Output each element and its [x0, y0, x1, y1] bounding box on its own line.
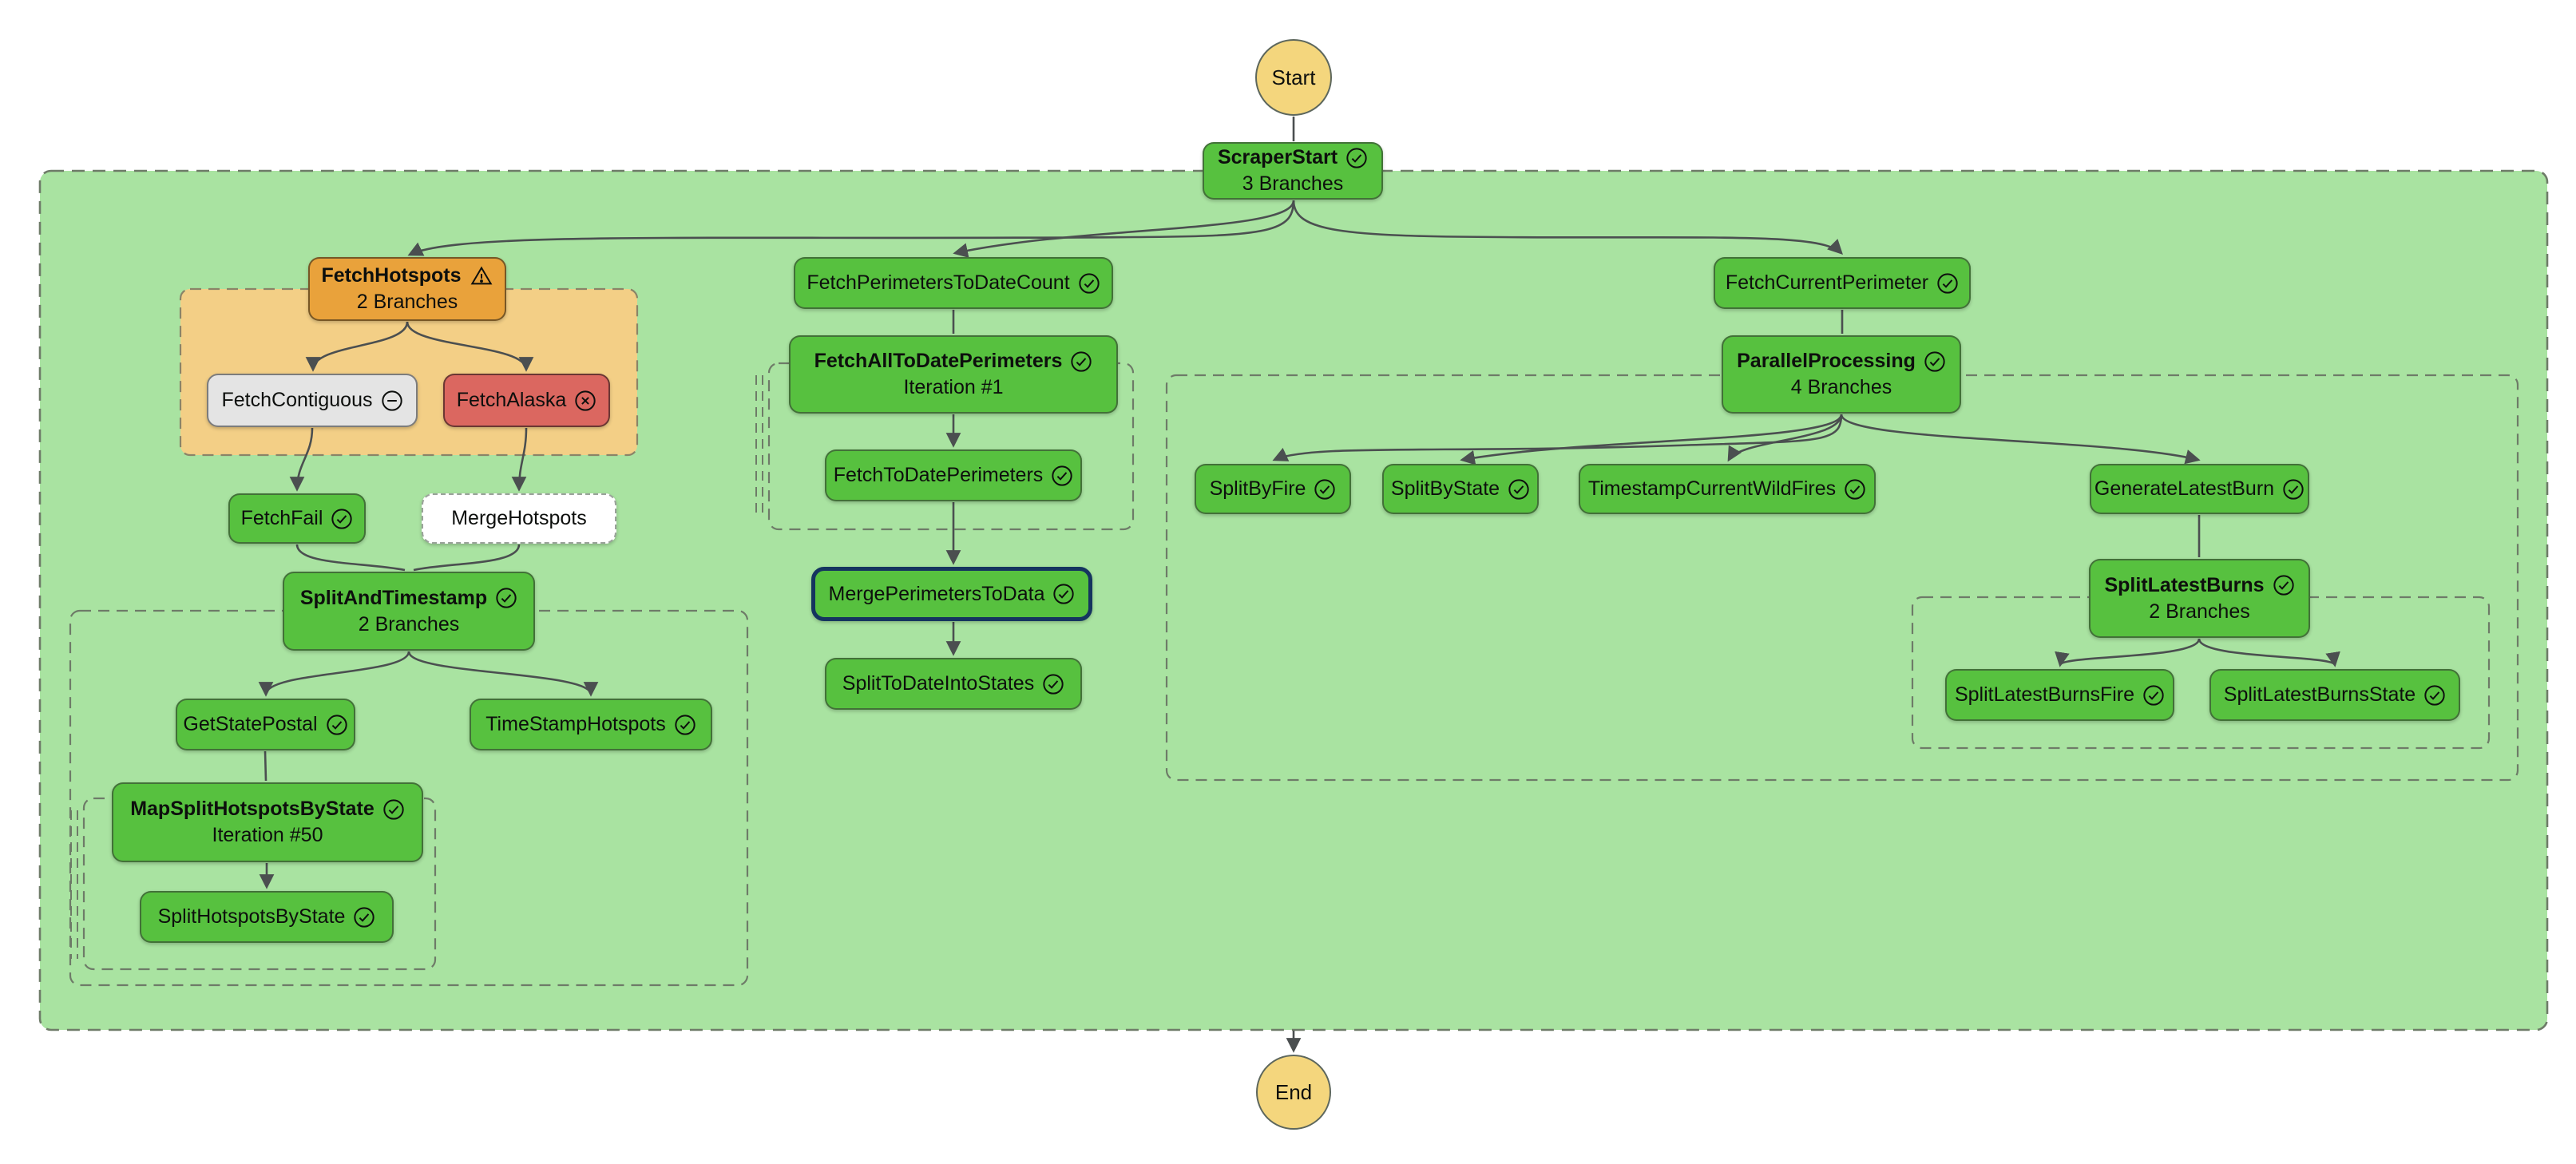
state-title-row: SplitLatestBurns: [2104, 574, 2294, 597]
check-circle-icon: [1070, 350, 1092, 373]
state-label: FetchFail: [240, 507, 323, 530]
state-title-row: FetchAllToDatePerimeters: [814, 350, 1093, 373]
warning-triangle-icon: [470, 265, 493, 287]
state-node-splittodateintostates[interactable]: SplitToDateIntoStates: [825, 658, 1082, 710]
state-node-fetchhotspots[interactable]: FetchHotspots 2 Branches: [308, 257, 506, 321]
check-circle-icon: [495, 587, 517, 609]
state-node-splitlatestburnsfire[interactable]: SplitLatestBurnsFire: [1945, 669, 2174, 721]
state-node-splitandtimestamp[interactable]: SplitAndTimestamp 2 Branches: [283, 572, 535, 651]
check-circle-icon: [1936, 272, 1959, 295]
state-node-fetchcurrentperimeter[interactable]: FetchCurrentPerimeter: [1714, 257, 1971, 309]
split-and-timestamp-branches-container: [69, 609, 749, 987]
state-node-getstatepostal[interactable]: GetStatePostal: [176, 699, 355, 750]
state-label: ParallelProcessing: [1737, 350, 1916, 373]
check-circle-icon: [382, 798, 405, 821]
end-label: End: [1274, 1079, 1313, 1104]
state-label: MapSplitHotspotsByState: [130, 798, 375, 821]
check-circle-icon: [2423, 684, 2446, 707]
state-title-row: FetchHotspots: [322, 264, 493, 287]
check-circle-icon: [1924, 350, 1946, 373]
state-label: FetchAlaska: [456, 389, 567, 412]
state-node-fetchfail[interactable]: FetchFail: [228, 493, 366, 544]
state-label: SplitByFire: [1209, 477, 1306, 501]
state-label: MergeHotspots: [451, 507, 587, 530]
state-label: SplitToDateIntoStates: [842, 672, 1035, 695]
edge-paths: [258, 117, 2340, 1053]
check-circle-icon: [326, 714, 348, 736]
check-circle-icon: [353, 906, 375, 928]
check-circle-icon: [331, 508, 353, 530]
check-circle-icon: [1042, 673, 1064, 695]
state-node-fetchtodateperimeters[interactable]: FetchToDatePerimeters: [825, 449, 1082, 501]
state-sublabel: 3 Branches: [1242, 172, 1344, 195]
state-label: FetchHotspots: [321, 264, 462, 287]
state-node-mergeperimeterstodata[interactable]: MergePerimetersToData: [811, 567, 1092, 621]
state-label: SplitLatestBurnsState: [2223, 683, 2416, 707]
state-title-row: ParallelProcessing: [1737, 350, 1946, 373]
check-circle-icon: [1051, 465, 1073, 487]
state-title-row: MapSplitHotspotsByState: [130, 798, 405, 821]
check-circle-icon: [1508, 478, 1530, 501]
state-label: MergePerimetersToData: [828, 582, 1045, 605]
check-circle-icon: [1314, 478, 1336, 501]
check-circle-icon: [2282, 478, 2305, 501]
state-node-parallelprocessing[interactable]: ParallelProcessing 4 Branches: [1722, 335, 1961, 414]
state-label: SplitByState: [1390, 477, 1500, 501]
state-label: SplitLatestBurnsFire: [1954, 683, 2135, 707]
start-terminal: Start: [1255, 39, 1332, 116]
state-label: ScraperStart: [1217, 146, 1338, 169]
state-label: TimeStampHotspots: [485, 713, 666, 736]
state-sublabel: 2 Branches: [2149, 600, 2250, 623]
state-sublabel: Iteration #1: [903, 376, 1004, 398]
state-label: FetchPerimetersToDateCount: [806, 271, 1070, 295]
state-node-splitbystate[interactable]: SplitByState: [1382, 464, 1539, 514]
state-label: GetStatePostal: [183, 713, 318, 736]
state-node-splitlatestburns[interactable]: SplitLatestBurns 2 Branches: [2089, 559, 2310, 638]
state-node-fetchperimeterstodatecount[interactable]: FetchPerimetersToDateCount: [794, 257, 1113, 309]
check-circle-icon: [2142, 684, 2165, 707]
state-label: FetchAllToDatePerimeters: [814, 350, 1063, 373]
state-sublabel: 2 Branches: [358, 612, 460, 635]
state-label: SplitAndTimestamp: [299, 586, 488, 609]
state-label: FetchCurrentPerimeter: [1725, 271, 1929, 295]
state-title-row: SplitAndTimestamp: [300, 587, 517, 610]
state-label: FetchContiguous: [221, 389, 373, 412]
minus-circle-icon: [381, 390, 403, 412]
state-label: TimestampCurrentWildFires: [1587, 477, 1837, 501]
check-circle-icon: [1078, 272, 1100, 295]
state-sublabel: Iteration #50: [212, 824, 323, 846]
map-mid-iteration-stack-lines: [755, 375, 763, 519]
state-label: SplitHotspotsByState: [157, 905, 346, 928]
state-node-fetchcontiguous[interactable]: FetchContiguous: [207, 374, 418, 427]
state-node-fetchalltodateperimeters[interactable]: FetchAllToDatePerimeters Iteration #1: [789, 335, 1118, 414]
end-terminal: End: [1256, 1055, 1331, 1130]
state-node-generatelatestburn[interactable]: GenerateLatestBurn: [2090, 464, 2309, 514]
state-node-mergehotspots[interactable]: MergeHotspots: [422, 493, 616, 544]
check-circle-icon: [674, 714, 696, 736]
check-circle-icon: [1052, 583, 1075, 605]
check-circle-icon: [2273, 574, 2295, 596]
start-label: Start: [1271, 65, 1316, 89]
state-node-timestamphotspots[interactable]: TimeStampHotspots: [470, 699, 712, 750]
state-sublabel: 4 Branches: [1790, 376, 1892, 398]
state-node-fetchalaska[interactable]: FetchAlaska: [443, 374, 610, 427]
check-circle-icon: [1345, 147, 1368, 169]
state-label: FetchToDatePerimeters: [833, 464, 1044, 487]
state-node-splitlatestburnsstate[interactable]: SplitLatestBurnsState: [2209, 669, 2460, 721]
state-title-row: ScraperStart: [1218, 146, 1368, 169]
map-left-iteration-stack-lines: [70, 810, 78, 959]
state-node-timestampcurrentwildfires[interactable]: TimestampCurrentWildFires: [1579, 464, 1876, 514]
state-sublabel: 2 Branches: [356, 291, 458, 313]
state-node-splitbyfire[interactable]: SplitByFire: [1195, 464, 1351, 514]
state-label: GenerateLatestBurn: [2094, 477, 2275, 501]
check-circle-icon: [1844, 478, 1866, 501]
state-node-scraperstart[interactable]: ScraperStart 3 Branches: [1203, 142, 1383, 200]
x-circle-icon: [574, 390, 596, 412]
state-label: SplitLatestBurns: [2104, 573, 2265, 596]
state-node-splithotspotsbystate[interactable]: SplitHotspotsByState: [140, 891, 394, 943]
state-node-mapsplithotspotsbystate[interactable]: MapSplitHotspotsByState Iteration #50: [112, 782, 423, 862]
